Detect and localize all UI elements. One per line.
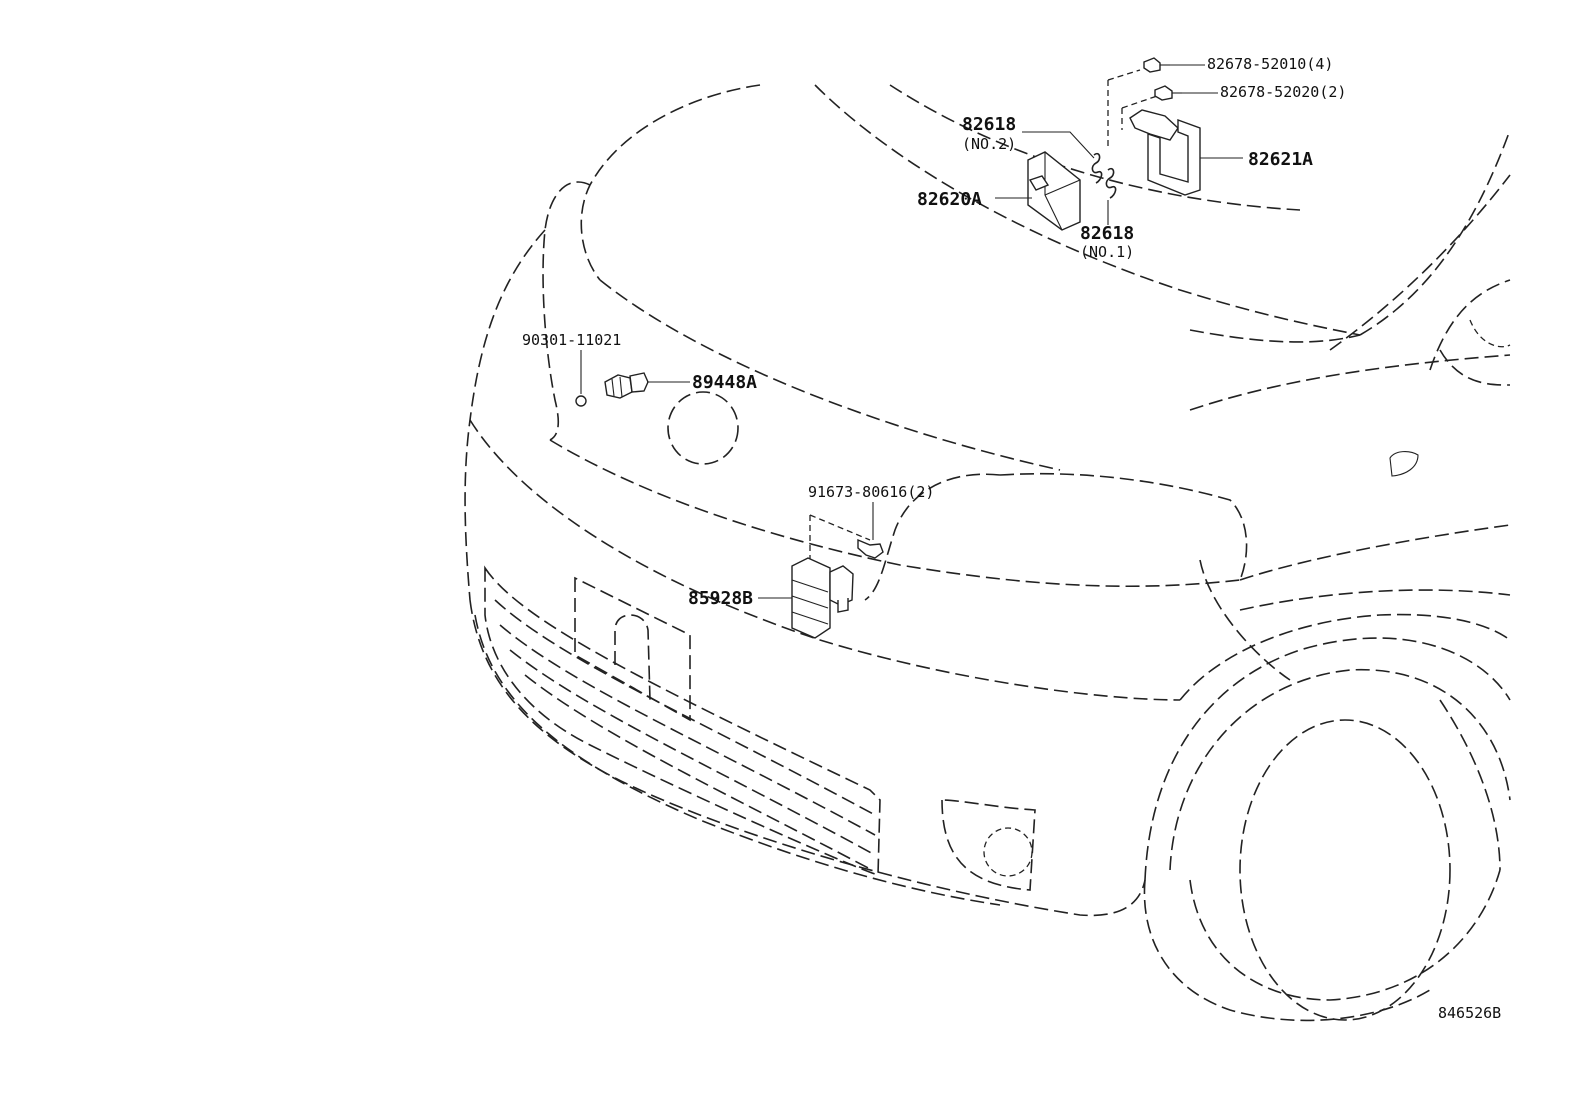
label-85928b: 85928B [688, 588, 753, 609]
label-82678-52020: 82678-52020(2) [1220, 83, 1346, 101]
leader-lines [580, 64, 1243, 599]
label-82618-no2: 82618 [962, 114, 1016, 135]
label-89448a: 89448A [692, 372, 757, 393]
bolt-icon [1154, 85, 1182, 101]
bolt-icon [857, 538, 884, 559]
bolt-icon [1143, 57, 1170, 73]
label-82620a: 82620A [917, 189, 982, 210]
sensor-icon [604, 372, 649, 399]
label-90301-11021: 90301-11021 [522, 331, 621, 349]
clip-icon [1105, 167, 1117, 199]
connector-module-icon [791, 557, 854, 639]
ring-icon [575, 395, 587, 407]
vehicle-body-outline [464, 69, 1511, 1022]
label-82618-no1: 82618 [1080, 223, 1134, 244]
callout-labels: 82678-52010(4) 82678-52020(2) 82618 (NO.… [522, 55, 1501, 1022]
bracket-icon [1129, 109, 1201, 196]
label-82618-no1-sub: (NO.1) [1080, 243, 1134, 261]
label-82678-52010: 82678-52010(4) [1207, 55, 1333, 73]
label-91673-80616: 91673-80616(2) [808, 483, 934, 501]
label-82618-no2-sub: (NO.2) [962, 135, 1016, 153]
ecu-module-icon [1027, 151, 1081, 231]
drawing-id: 846526B [1438, 1004, 1501, 1022]
clip-icon [1091, 152, 1103, 184]
label-82621a: 82621A [1248, 149, 1313, 170]
